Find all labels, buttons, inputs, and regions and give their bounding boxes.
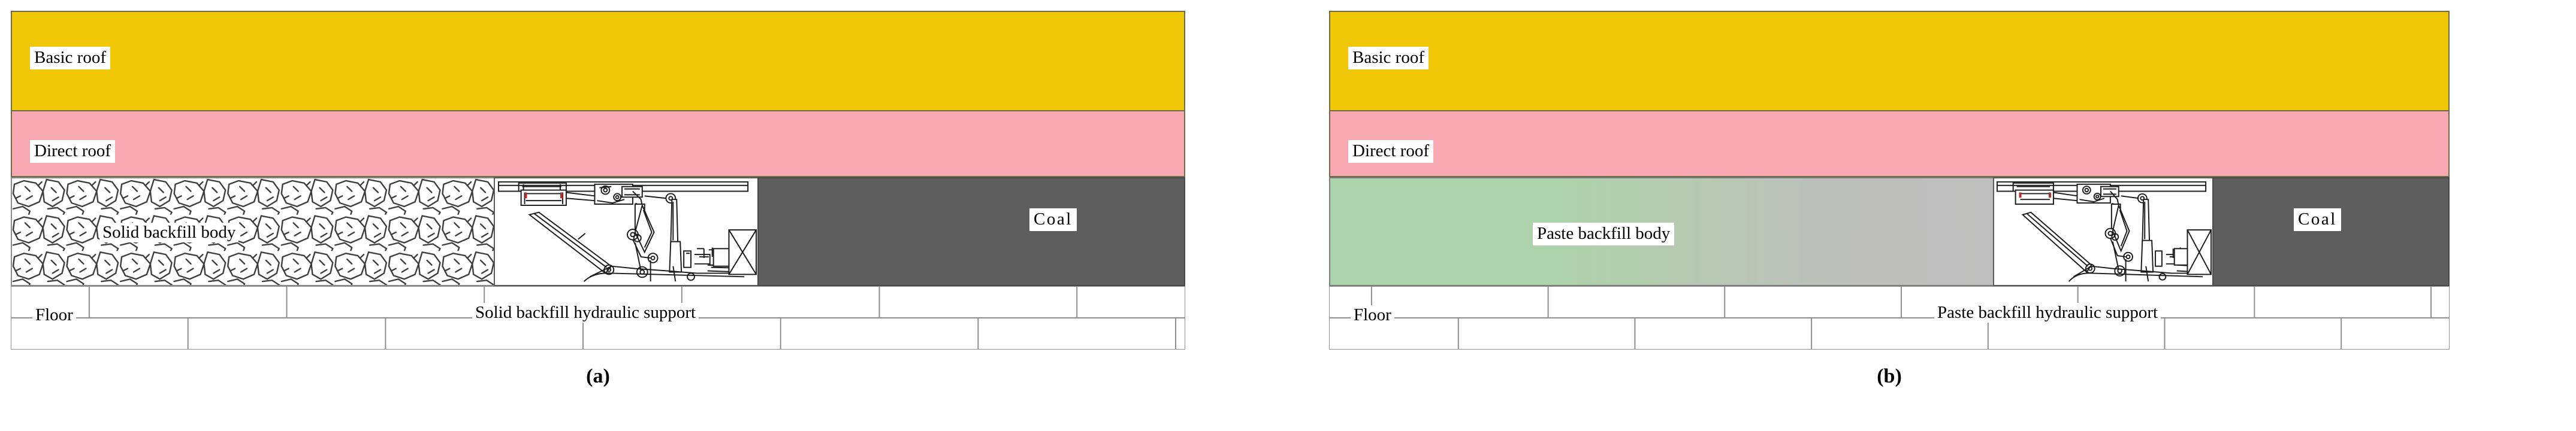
direct-roof-label-b: Direct roof <box>1348 140 1434 163</box>
floor-brick-pattern-b <box>1330 287 2449 349</box>
direct-roof-layer-b <box>1329 111 2450 177</box>
floor-label-a: Floor <box>32 305 76 325</box>
direct-roof-label-a: Direct roof <box>30 140 116 163</box>
hydraulic-support-label-b: Paste backfill hydraulic support <box>1934 303 2161 323</box>
basic-roof-label-b: Basic roof <box>1348 47 1429 69</box>
panel-a: Basic roof Direct roof <box>11 0 1245 431</box>
panel-caption-a: (a) <box>586 365 610 387</box>
floor-label-b: Floor <box>1351 305 1394 325</box>
hydraulic-support-bay-b <box>1993 177 2215 286</box>
paste-backfill-body-label-b: Paste backfill body <box>1533 223 1675 245</box>
coal-seam-a <box>757 177 1185 286</box>
panel-b: Basic roof Direct roof Paste backfill bo… <box>1329 0 2563 431</box>
rubble-hatch-pattern <box>12 178 495 285</box>
hydraulic-support-label-a: Solid backfill hydraulic support <box>472 303 699 323</box>
coal-seam-b <box>2212 177 2450 286</box>
floor-layer-b <box>1329 286 2450 350</box>
solid-backfill-body-label-a: Solid backfill body <box>99 223 239 242</box>
paste-backfill-body-b <box>1329 177 1995 286</box>
hydraulic-support-bay-a <box>494 177 760 286</box>
basic-roof-label-a: Basic roof <box>30 47 110 69</box>
solid-backfill-body-a <box>11 177 496 286</box>
coal-label-a: Coal <box>1029 208 1077 231</box>
panel-caption-b: (b) <box>1877 365 1902 387</box>
basic-roof-layer-a <box>11 11 1185 111</box>
hydraulic-support-drawing-a <box>497 181 757 282</box>
direct-roof-layer-a <box>11 111 1185 177</box>
hydraulic-support-drawing-b <box>1996 181 2212 282</box>
basic-roof-layer-b <box>1329 11 2450 111</box>
coal-label-b: Coal <box>2294 208 2341 231</box>
